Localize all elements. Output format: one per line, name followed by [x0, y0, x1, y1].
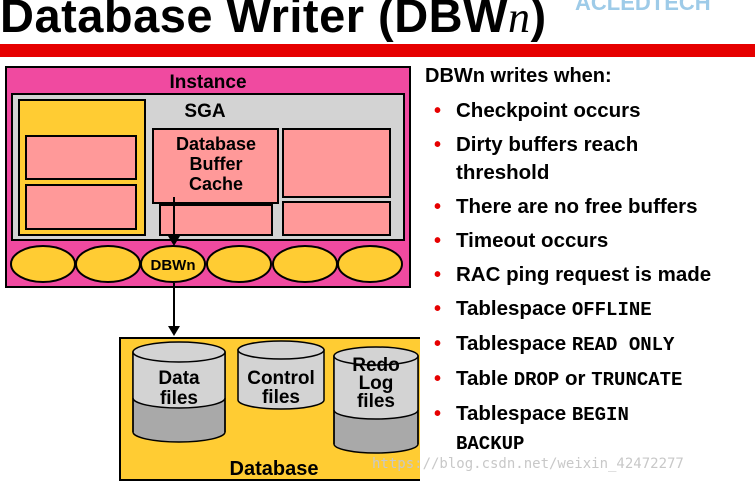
sga-right-block-2 — [282, 201, 391, 236]
dbwn-triggers-list: Checkpoint occurs Dirty buffers reachthr… — [432, 97, 711, 464]
buffer-cache-label-2: Buffer — [190, 154, 243, 174]
list-item: RAC ping request is made — [432, 261, 711, 289]
watermark-url: https://blog.csdn.net/weixin_42472277 — [372, 456, 684, 472]
list-item: Timeout occurs — [432, 227, 711, 255]
sga-left-block-2 — [25, 184, 137, 230]
bullets-heading: DBWn writes when: — [425, 65, 612, 87]
list-item: Table DROP or TRUNCATE — [432, 365, 711, 394]
redo-log-files-cylinder — [333, 346, 419, 454]
redo-log-label-1: Redo — [352, 355, 400, 376]
corner-logo: ACLEDTECH — [575, 0, 711, 15]
buffer-cache-label-1: Database — [176, 134, 256, 154]
control-files-label-2: files — [262, 387, 300, 408]
sga-right-block-1 — [282, 128, 391, 198]
buffer-cache-label-3: Cache — [189, 174, 243, 194]
dbwn-process — [140, 245, 206, 283]
redo-log-label-2: Log — [359, 373, 394, 394]
sga-label: SGA — [184, 101, 225, 122]
background-process-4 — [206, 245, 272, 283]
title-underline-bar — [0, 44, 755, 57]
background-process-5 — [272, 245, 338, 283]
dbwn-label: DBWn — [151, 257, 196, 274]
buffer-cache-lower-block — [159, 204, 273, 236]
background-process-1 — [10, 245, 76, 283]
background-process-2 — [75, 245, 141, 283]
sga-left-block-1 — [25, 135, 137, 180]
data-files-cylinder — [132, 341, 226, 443]
database-label: Database — [230, 458, 319, 480]
instance-label: Instance — [169, 72, 246, 93]
cache-to-dbwn-arrowhead — [168, 236, 180, 246]
list-item: Checkpoint occurs — [432, 97, 711, 125]
list-item: Tablespace READ ONLY — [432, 330, 711, 359]
list-item: Tablespace OFFLINE — [432, 295, 711, 324]
control-files-label-1: Control — [247, 368, 315, 389]
control-files-cylinder — [237, 340, 325, 410]
data-files-label-2: files — [160, 388, 198, 409]
dbwn-to-database-arrowhead — [168, 326, 180, 336]
background-process-6 — [337, 245, 403, 283]
redo-log-label-3: files — [357, 391, 395, 412]
dbwn-architecture-diagram: Instance SGA Database Buffer Cache DBWn … — [5, 66, 420, 481]
page-title: Database Writer (DBWn) — [0, 0, 547, 42]
database-buffer-cache — [152, 128, 279, 204]
list-item: There are no free buffers — [432, 193, 711, 221]
data-files-label-1: Data — [158, 368, 200, 389]
